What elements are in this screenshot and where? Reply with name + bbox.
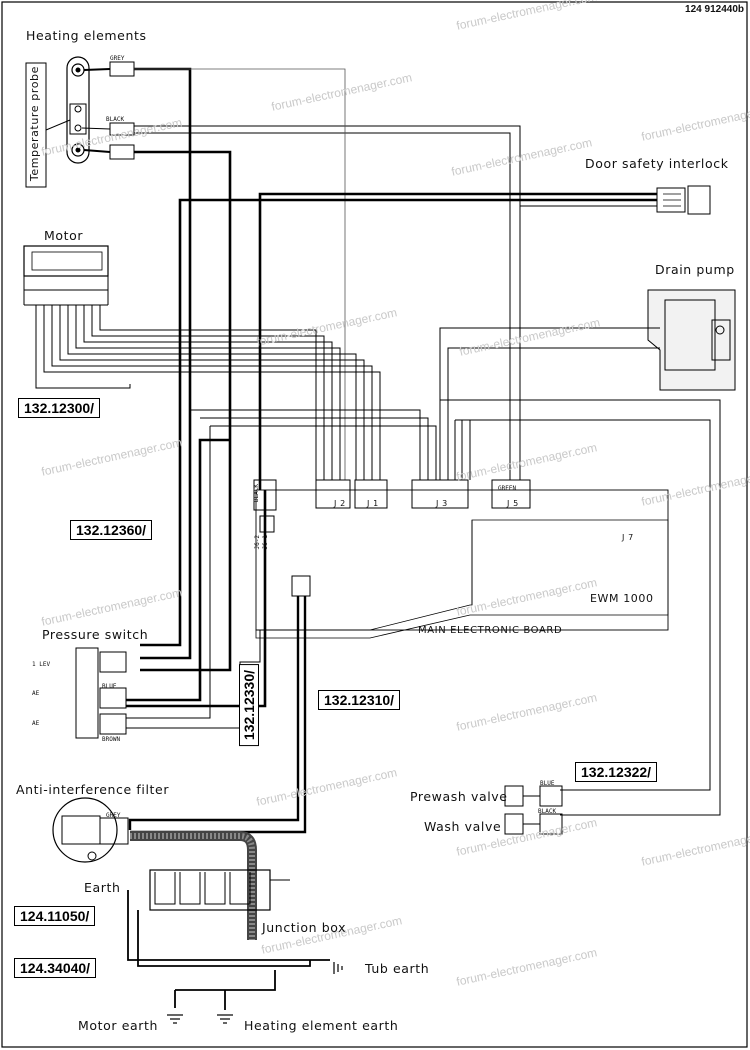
- temperature-probe-label: Temperature probe: [28, 66, 41, 182]
- ref-code-earth: 124.11050/: [14, 906, 96, 926]
- tub-earth-label: Tub earth: [365, 961, 430, 976]
- junction-box-symbol: [149, 869, 290, 911]
- wire-color-black-valve: BLACK: [538, 808, 557, 815]
- wire-color-grey: GREY: [110, 55, 125, 62]
- board-model-label: EWM 1000: [590, 592, 654, 605]
- ref-code-filter: 132.12310/: [318, 690, 401, 710]
- connector-j7: J 7: [622, 533, 634, 542]
- earth-wires: [127, 890, 330, 1010]
- motor-earth-label: Motor earth: [78, 1018, 159, 1033]
- connector-j6-1: J6-1: [262, 535, 269, 550]
- heating-elements-label: Heating elements: [26, 28, 147, 43]
- wire-color-black-a: BLACK: [253, 484, 260, 503]
- connector-j2: J 2: [334, 499, 346, 508]
- ref-code-door: 132.12360/: [70, 520, 153, 540]
- j3-wires: [190, 399, 721, 816]
- heating-elements-symbol: [25, 56, 135, 188]
- prewash-valve-label: Prewash valve: [410, 789, 508, 804]
- ground-symbols: [167, 962, 343, 1024]
- connector-j6-2: J6-2: [254, 535, 261, 550]
- door-interlock-label: Door safety interlock: [585, 156, 729, 171]
- pump-wires: [439, 327, 660, 480]
- anti-interference-filter-label: Anti-interference filter: [16, 782, 170, 797]
- drain-pump-symbol: [647, 289, 736, 391]
- wire-color-brown: BROWN: [102, 736, 121, 743]
- door-wires: [140, 192, 657, 647]
- wire-color-blue: BLUE: [102, 683, 117, 690]
- wash-valve-label: Wash valve: [424, 819, 502, 834]
- drain-pump-label: Drain pump: [655, 262, 735, 277]
- door-interlock-symbol: [656, 185, 711, 215]
- ps-wires-thick: [126, 438, 267, 708]
- document-id: 124 912440b: [685, 4, 744, 15]
- ref-code-motor: 132.12300/: [18, 398, 101, 418]
- wire-color-grey-filter: GREY: [106, 812, 121, 819]
- filter-symbol: [52, 797, 129, 863]
- connector-j5: J 5: [507, 499, 519, 508]
- pressure-switch-symbol: [75, 647, 127, 739]
- ref-code-valves: 132.12322/: [575, 762, 658, 782]
- wire-color-blue-valve: BLUE: [540, 780, 555, 787]
- connector-j3: J 3: [436, 499, 448, 508]
- heating-element-earth-label: Heating element earth: [244, 1018, 399, 1033]
- earth-label: Earth: [84, 880, 121, 895]
- cable-bundle: [130, 831, 257, 940]
- ref-code-tub-earth: 124.34040/: [14, 958, 97, 978]
- probe-wires: [134, 68, 521, 480]
- main-board-label: MAIN ELECTRONIC BOARD: [418, 625, 563, 636]
- ps-ae-1: AE: [32, 690, 40, 697]
- connector-j1: J 1: [367, 499, 379, 508]
- pressure-switch-label: Pressure switch: [42, 627, 149, 642]
- connector-j5-color: GREEN: [498, 485, 517, 492]
- ps-ae-2: AE: [32, 720, 40, 727]
- wire-color-black-b: BLACK: [106, 116, 125, 123]
- motor-label: Motor: [44, 228, 84, 243]
- valve-symbols: [504, 785, 563, 835]
- motor-symbol: [23, 245, 109, 306]
- main-board-symbol: [253, 479, 669, 639]
- heating-wires: [134, 67, 232, 672]
- ps-1-level: 1 LEV: [32, 661, 51, 668]
- junction-box-label: Junction box: [262, 920, 347, 935]
- ref-code-pressure: 132.12330/: [239, 664, 259, 747]
- motor-wires: [35, 305, 381, 480]
